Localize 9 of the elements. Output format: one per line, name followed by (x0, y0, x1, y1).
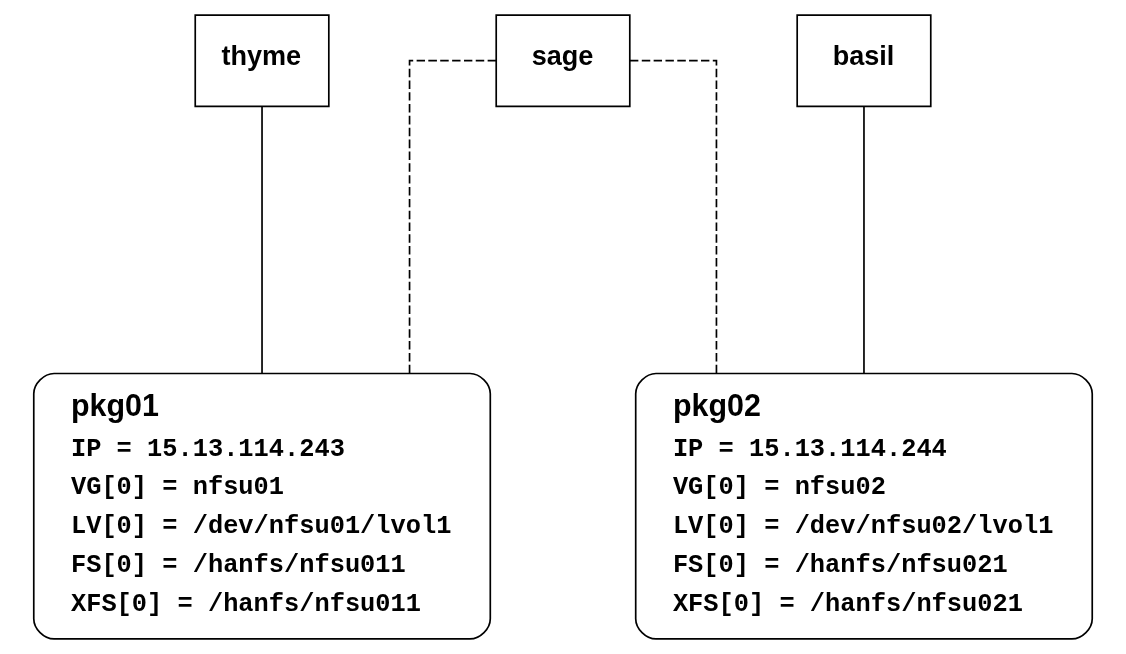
node-box: basil (796, 14, 932, 108)
connector (629, 59, 718, 374)
connector (408, 59, 497, 374)
node-box: pkg01 IP = 15.13.114.243 VG[0] = nfsu01 LV[0] = /dev/nfsu01/lvol1 FS[0] = /hanfs/nfsu011 XFS[0] = /hanfs/nfsu011 (32, 372, 492, 640)
connector (261, 105, 263, 375)
node-box: sage (495, 14, 631, 108)
connector (863, 105, 865, 375)
node-box: pkg02 IP = 15.13.114.244 VG[0] = nfsu02 LV[0] = /dev/nfsu02/lvol1 FS[0] = /hanfs/nfsu021 XFS[0] = /hanfs/nfsu021 (634, 372, 1094, 640)
node-box: thyme (194, 14, 330, 108)
